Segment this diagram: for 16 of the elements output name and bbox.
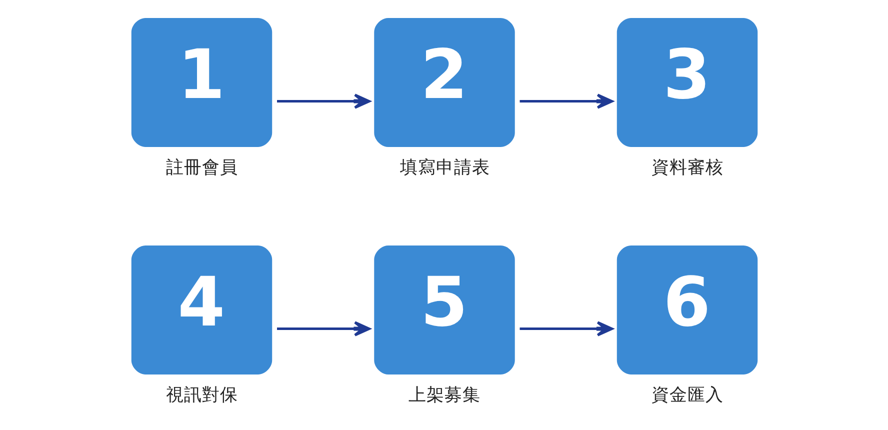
arrow — [519, 94, 613, 109]
arrow — [519, 321, 613, 336]
node-box: 2 — [374, 18, 514, 147]
node-label: 資金匯入 — [650, 385, 723, 406]
node-label: 註冊會員 — [165, 158, 238, 178]
node-box: 1 — [130, 18, 272, 147]
arrow — [276, 321, 370, 336]
node-label: 視訊對保 — [165, 385, 238, 406]
node-box: 3 — [616, 18, 758, 147]
node-box: 5 — [374, 246, 514, 374]
node-label: 資料審核 — [650, 158, 723, 178]
node-label: 上架募集 — [408, 385, 480, 406]
node-box: 4 — [130, 246, 272, 374]
arrow — [276, 94, 370, 109]
node-box: 6 — [616, 246, 758, 374]
node-label: 填寫申請表 — [399, 158, 490, 178]
